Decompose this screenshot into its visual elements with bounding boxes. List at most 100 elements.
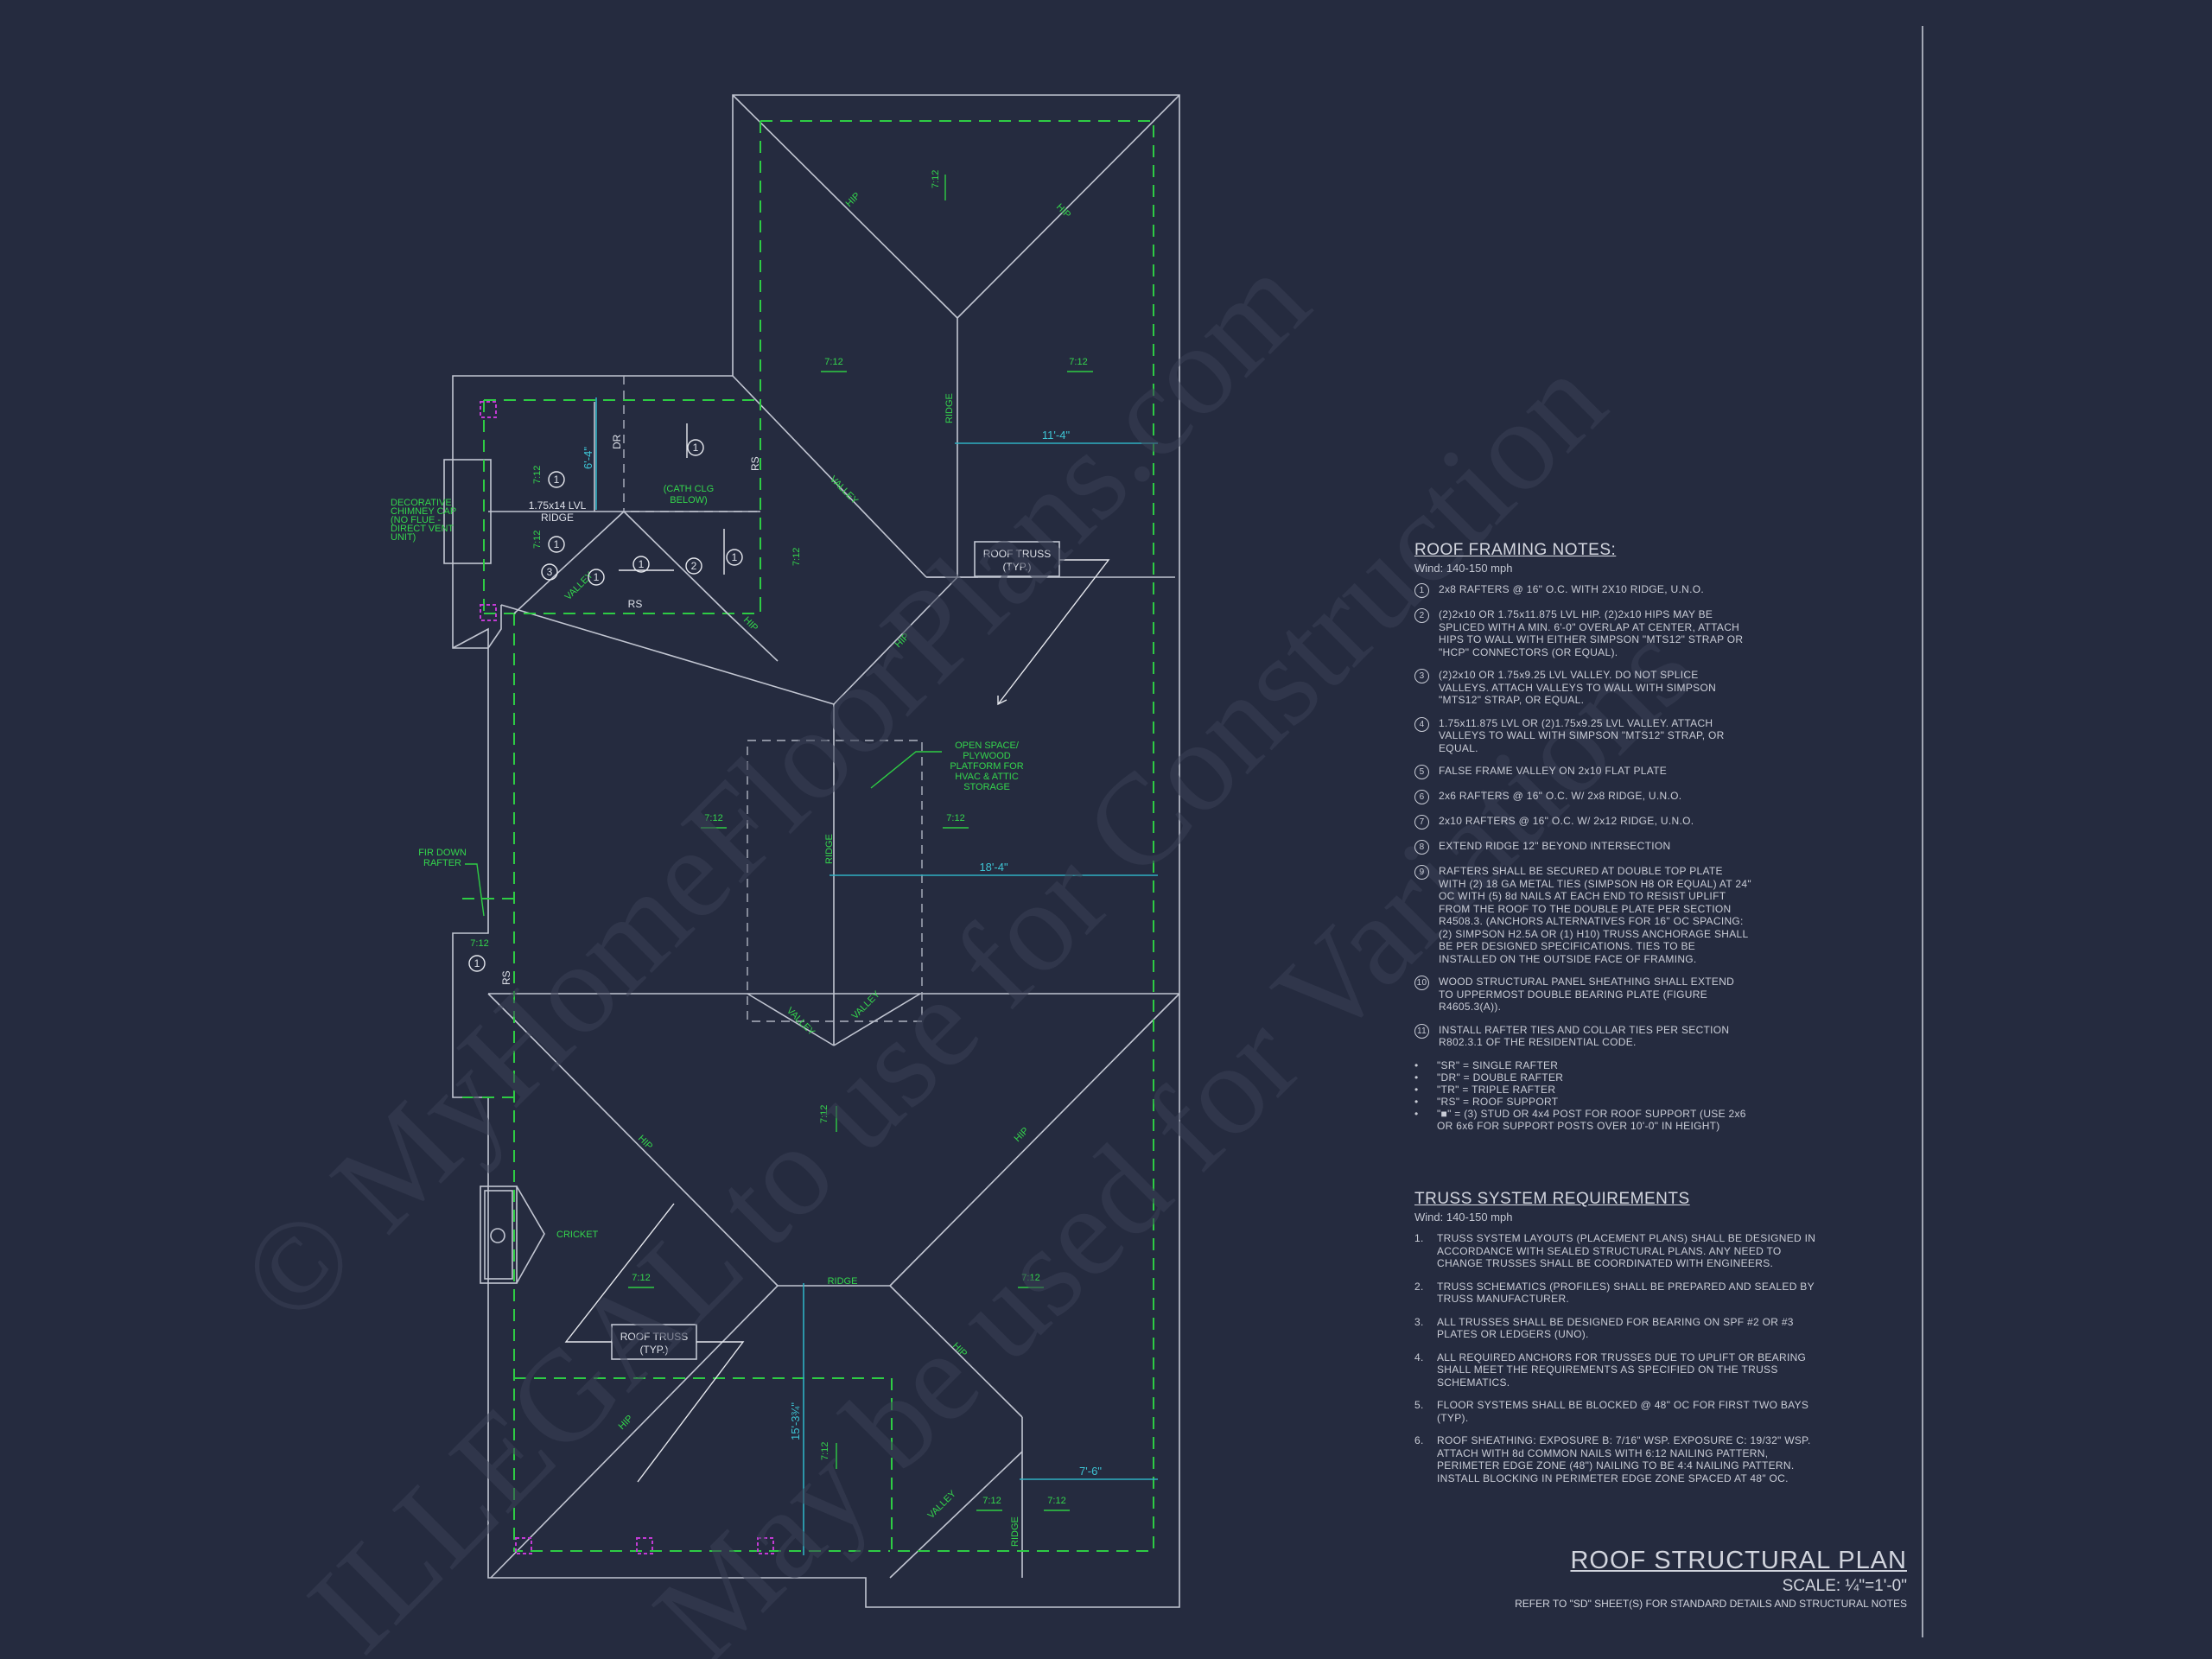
- svg-text:1: 1: [594, 571, 600, 583]
- abbreviation-text: "■" = (3) STUD OR 4x4 POST FOR ROOF SUPP…: [1437, 1107, 1746, 1132]
- svg-text:(NO FLUE -: (NO FLUE -: [391, 515, 441, 525]
- svg-text:7:12: 7:12: [704, 813, 722, 823]
- svg-text:7:12: 7:12: [824, 357, 842, 367]
- note-text: RAFTERS SHALL BE SECURED AT DOUBLE TOP P…: [1439, 865, 1751, 965]
- svg-text:7:12: 7:12: [982, 1496, 1001, 1506]
- roof-framing-wind: Wind: 140-150 mph: [1414, 562, 1513, 575]
- detail-tags: 1 1 1 1 1 1 1 2 3: [468, 423, 743, 972]
- chimney-note: DECORATIVE CHIMNEY CAP (NO FLUE - DIRECT…: [391, 498, 456, 543]
- svg-text:1: 1: [554, 474, 560, 486]
- abbreviation-text: "SR" = SINGLE RAFTER: [1437, 1058, 1559, 1071]
- svg-text:RIDGE: RIDGE: [824, 834, 835, 864]
- note-text: 1.75x11.875 LVL OR (2)1.75x9.25 LVL VALL…: [1439, 716, 1725, 754]
- note-text: WOOD STRUCTURAL PANEL SHEATHING SHALL EX…: [1439, 976, 1735, 1013]
- svg-text:1: 1: [693, 442, 699, 454]
- note-text: 2x6 RAFTERS @ 16" O.C. W/ 2x8 RIDGE, U.N…: [1439, 790, 1682, 802]
- svg-text:FIR DOWN: FIR DOWN: [418, 848, 467, 858]
- abbreviation-text: "DR" = DOUBLE RAFTER: [1437, 1071, 1564, 1084]
- abbreviation-item: •"RS" = ROOF SUPPORT: [1414, 1096, 1751, 1108]
- svg-text:RS: RS: [500, 970, 512, 985]
- abbreviation-item: • "■" = (3) STUD OR 4x4 POST FOR ROOF SUP…: [1414, 1108, 1751, 1132]
- slope-labels: 7:12 7:12 7:12 7:12 7:12 7:12 7:12 7:12 …: [470, 170, 1093, 1511]
- svg-text:7:12: 7:12: [791, 548, 802, 566]
- note-number: 5: [1414, 765, 1429, 779]
- note-item: 5. FLOOR SYSTEMS SHALL BE BLOCKED @ 48" O…: [1414, 1399, 1829, 1424]
- svg-text:OPEN SPACE/: OPEN SPACE/: [955, 741, 1020, 751]
- svg-text:3: 3: [547, 566, 553, 578]
- open-space-note: OPEN SPACE/ PLYWOOD PLATFORM FOR HVAC & …: [870, 741, 1024, 792]
- abbreviation-item: • "SR" = SINGLE RAFTER: [1414, 1059, 1751, 1071]
- svg-text:7:12: 7:12: [1021, 1273, 1039, 1283]
- svg-text:RIDGE: RIDGE: [828, 1276, 858, 1287]
- drawing-refer-note: REFER TO "SD" SHEET(S) FOR STANDARD DETA…: [1515, 1598, 1907, 1610]
- svg-text:7:12: 7:12: [1069, 357, 1087, 367]
- svg-text:HIP: HIP: [617, 1414, 635, 1432]
- svg-text:HIP: HIP: [636, 1134, 654, 1152]
- svg-text:RS: RS: [749, 456, 761, 471]
- note-text: ALL TRUSSES SHALL BE DESIGNED FOR BEARIN…: [1437, 1315, 1794, 1341]
- dimension-lines: 11'-4" 18'-4" 15'-3¾" 7'-6" 6'-4": [582, 397, 1158, 1555]
- note-text: FLOOR SYSTEMS SHALL BE BLOCKED @ 48" OC …: [1437, 1399, 1809, 1424]
- svg-text:VALLEY: VALLEY: [828, 474, 861, 507]
- note-text: INSTALL RAFTER TIES AND COLLAR TIES PER …: [1439, 1023, 1730, 1049]
- svg-text:15'-3¾": 15'-3¾": [789, 1402, 802, 1440]
- bullet-icon: •: [1414, 1058, 1419, 1071]
- svg-text:DR: DR: [611, 434, 623, 449]
- note-text: ROOF SHEATHING: EXPOSURE B: 7/16" WSP. E…: [1437, 1434, 1811, 1484]
- svg-text:7:12: 7:12: [632, 1273, 650, 1283]
- svg-text:DECORATIVE: DECORATIVE: [391, 498, 452, 508]
- svg-text:VALLEY: VALLEY: [926, 1488, 959, 1521]
- note-text: (2)2x10 OR 1.75x11.875 LVL HIP. (2)2x10 …: [1439, 608, 1744, 658]
- svg-text:BELOW): BELOW): [670, 495, 707, 505]
- note-number: 10: [1414, 976, 1429, 990]
- truss-wind: Wind: 140-150 mph: [1414, 1211, 1513, 1224]
- svg-text:HIP: HIP: [741, 615, 760, 633]
- abbreviation-item: •"TR" = TRIPLE RAFTER: [1414, 1084, 1751, 1096]
- svg-text:DIRECT VENT: DIRECT VENT: [391, 524, 454, 534]
- note-number: 9: [1414, 865, 1429, 880]
- svg-text:6'-4": 6'-4": [582, 447, 594, 469]
- abbreviation-text: "RS" = ROOF SUPPORT: [1437, 1095, 1559, 1108]
- wing-framing: [488, 402, 779, 662]
- svg-text:PLYWOOD: PLYWOOD: [963, 751, 1010, 761]
- svg-text:1.75x14 LVL: 1.75x14 LVL: [529, 499, 587, 512]
- svg-text:18'-4": 18'-4": [979, 861, 1008, 874]
- bullet-icon: •: [1414, 1107, 1419, 1120]
- note-item: 1.TRUSS SYSTEM LAYOUTS (PLACEMENT PLANS)…: [1414, 1232, 1829, 1270]
- note-number: 5.: [1414, 1399, 1424, 1411]
- svg-text:ROOF TRUSS: ROOF TRUSS: [620, 1331, 688, 1343]
- svg-text:PLATFORM FOR: PLATFORM FOR: [950, 761, 1023, 772]
- svg-text:7:12: 7:12: [1047, 1496, 1065, 1506]
- note-number: 6.: [1414, 1434, 1424, 1446]
- svg-text:CHIMNEY CAP: CHIMNEY CAP: [391, 506, 456, 517]
- note-text: FALSE FRAME VALLEY ON 2x10 FLAT PLATE: [1439, 765, 1668, 777]
- roof-truss-label-bottom: ROOF TRUSS (TYP.): [564, 1203, 745, 1483]
- svg-text:(TYP.): (TYP.): [1002, 561, 1031, 573]
- note-number: 4.: [1414, 1351, 1424, 1363]
- note-text: TRUSS SCHEMATICS (PROFILES) SHALL BE PRE…: [1437, 1280, 1815, 1306]
- note-text: 2x10 RAFTERS @ 16" O.C. W/ 2x12 RIDGE, U…: [1439, 815, 1694, 827]
- svg-text:RIDGE: RIDGE: [944, 393, 955, 423]
- note-number: 3: [1414, 669, 1429, 683]
- note-number: 8: [1414, 840, 1429, 855]
- note-item: 6 2x6 RAFTERS @ 16" O.C. W/ 2x8 RIDGE, U.…: [1414, 790, 1751, 804]
- roof-truss-label-top: ROOF TRUSS (TYP.): [974, 541, 1110, 706]
- note-text: EXTEND RIDGE 12" BEYOND INTERSECTION: [1439, 840, 1671, 852]
- svg-text:(CATH CLG: (CATH CLG: [664, 484, 714, 494]
- svg-text:(TYP.): (TYP.): [639, 1344, 668, 1356]
- note-text: TRUSS SYSTEM LAYOUTS (PLACEMENT PLANS) S…: [1437, 1232, 1816, 1269]
- note-number: 11: [1414, 1023, 1429, 1039]
- note-number: 4: [1414, 716, 1429, 732]
- note-number: 6: [1414, 790, 1429, 804]
- note-number: 2: [1414, 608, 1429, 623]
- svg-text:RIDGE: RIDGE: [541, 512, 574, 524]
- svg-text:STORAGE: STORAGE: [963, 782, 1010, 792]
- note-item: 4 1.75x11.875 LVL OR (2)1.75x9.25 LVL VAL…: [1414, 716, 1751, 755]
- svg-text:1: 1: [554, 538, 560, 550]
- svg-text:7:12: 7:12: [820, 1442, 830, 1460]
- svg-text:HIP: HIP: [950, 1341, 969, 1359]
- abbreviation-item: •"DR" = DOUBLE RAFTER: [1414, 1071, 1751, 1084]
